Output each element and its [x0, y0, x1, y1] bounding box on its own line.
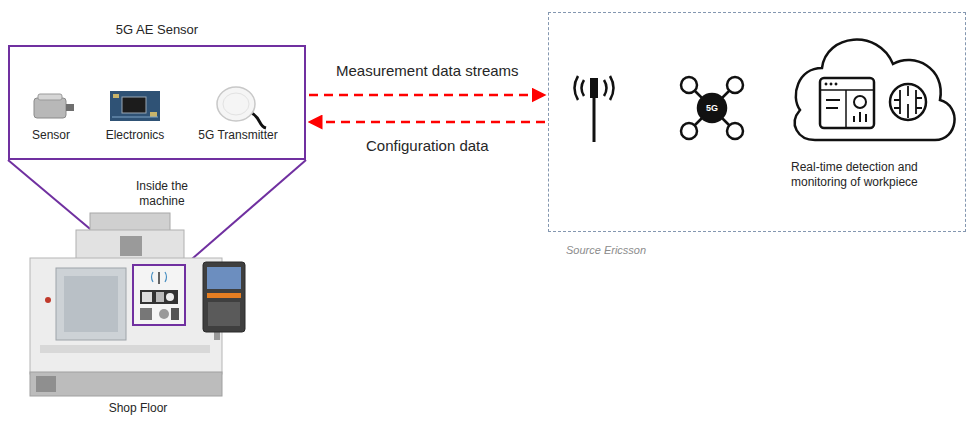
node-text: Real-time detection and monitoring of wo… [791, 160, 951, 190]
source-note: Source Ericsson [566, 243, 646, 257]
part-label: 5G Transmitter [186, 128, 290, 143]
part-label: Shop Floor [96, 401, 180, 416]
network-hub-icon [681, 77, 743, 139]
edge-label: Configuration data [366, 137, 489, 155]
antenna-icon [575, 76, 614, 142]
edge-label: Measurement data streams [336, 62, 519, 80]
group-heading: 5G AE Sensor [8, 22, 306, 38]
transmitter-icon [217, 87, 266, 128]
hub-label: 5G [698, 102, 726, 114]
part-label: Sensor [18, 128, 84, 143]
data-flow-arrow [309, 121, 545, 124]
sensor-inset [133, 265, 185, 325]
machine-illustration [30, 213, 245, 396]
electronics-icon [110, 91, 160, 121]
data-flow-arrow [309, 94, 545, 97]
cloud-icon [795, 40, 955, 140]
cloud-region-box: Real-time detection and monitoring of wo… [548, 12, 966, 232]
sensor-icon [34, 94, 74, 118]
group-frame [8, 45, 306, 160]
part-label: Electronics [96, 128, 174, 143]
zoom-line [185, 160, 306, 265]
part-label: Inside the machine [118, 179, 206, 209]
